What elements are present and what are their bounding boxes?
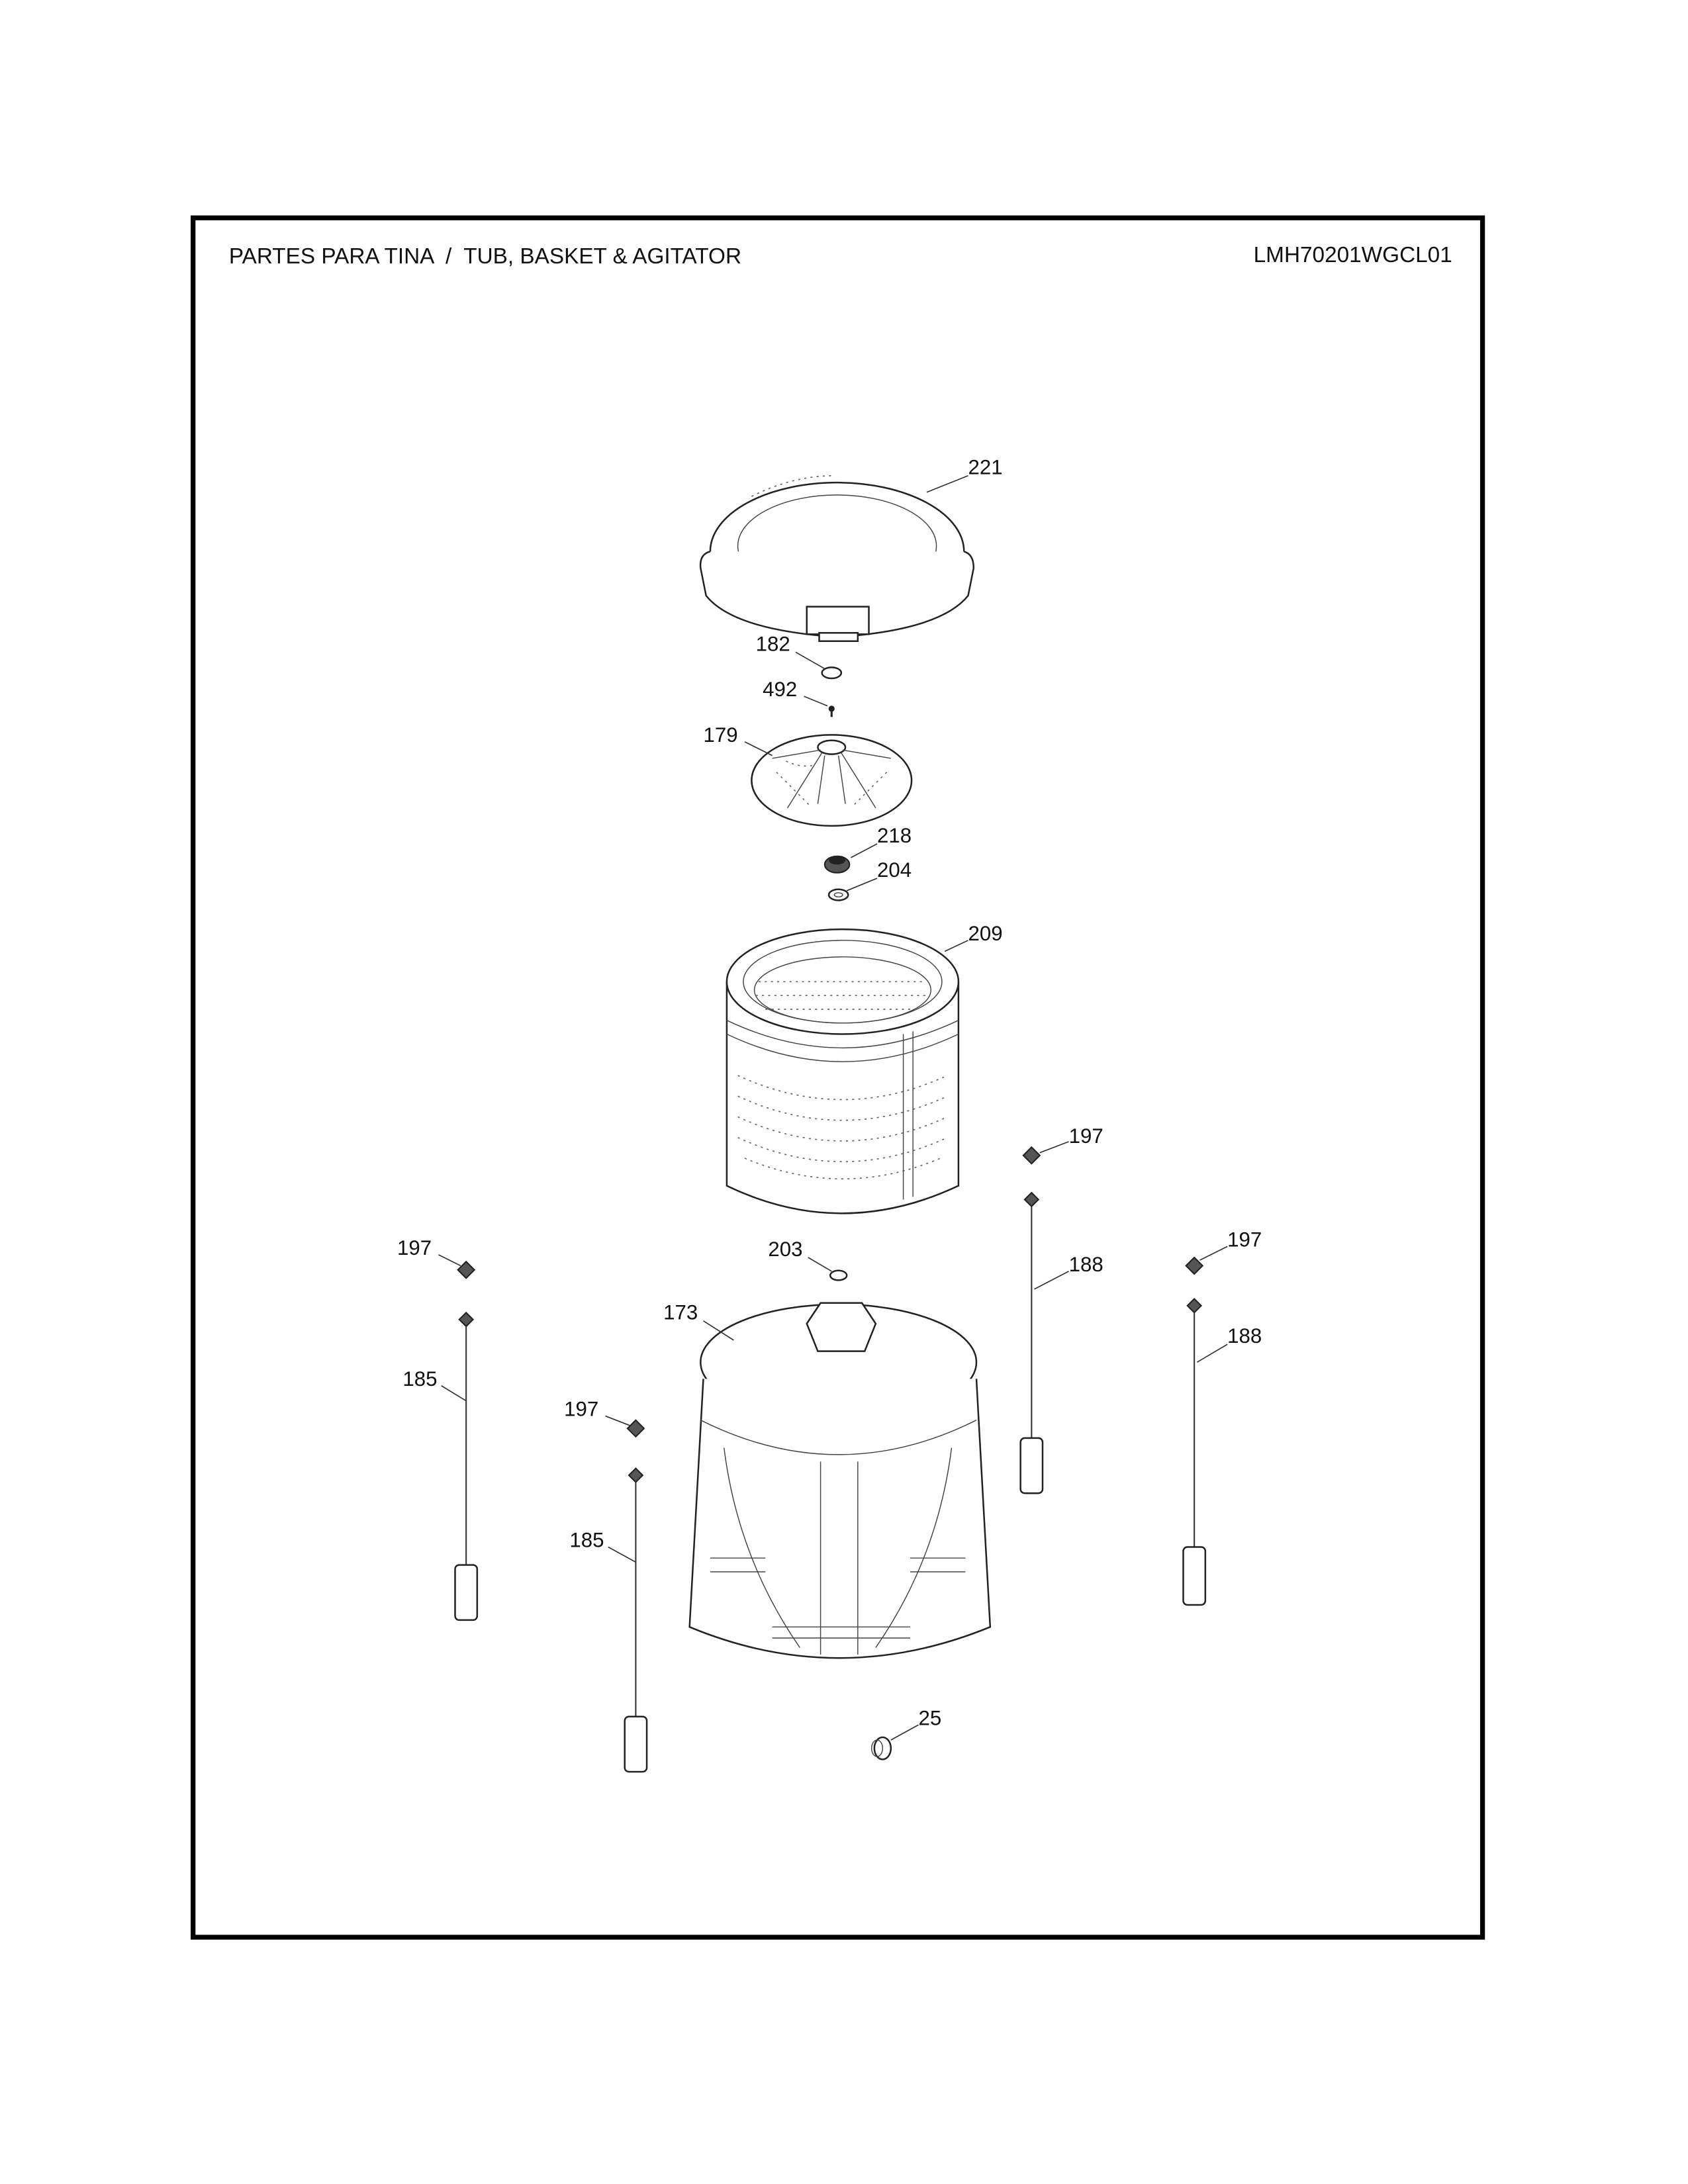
- callout-218: 218: [877, 824, 912, 847]
- callout-197-right: 197: [1227, 1228, 1262, 1251]
- callout-203: 203: [768, 1238, 802, 1261]
- callout-221: 221: [968, 456, 1003, 479]
- callout-179: 179: [704, 723, 738, 747]
- part-182-cap: [821, 666, 843, 680]
- part-203-washer: [829, 1269, 848, 1281]
- callout-197-left: 197: [397, 1236, 432, 1259]
- callout-185-left: 185: [402, 1367, 437, 1390]
- part-173-outer-tub: [688, 1302, 992, 1659]
- callout-188-center: 188: [1069, 1253, 1103, 1276]
- part-25-hose-clamp: [870, 1736, 892, 1760]
- part-221-tub-cover-ring: [699, 475, 975, 643]
- callout-197-center-right: 197: [1069, 1124, 1103, 1148]
- callout-25: 25: [919, 1706, 942, 1729]
- part-179-pulsator: [751, 734, 913, 827]
- model-number: LMH70201WGCL01: [1254, 243, 1452, 267]
- callout-188-right: 188: [1227, 1324, 1262, 1347]
- diagram-border: [191, 215, 1485, 1940]
- diagram-title: PARTES PARA TINA / TUB, BASKET & AGITATO…: [229, 244, 741, 269]
- callout-173: 173: [663, 1301, 698, 1324]
- callout-185-center: 185: [569, 1529, 604, 1552]
- callout-204: 204: [877, 858, 912, 882]
- callout-209: 209: [968, 922, 1003, 945]
- part-209-basket: [726, 928, 960, 1214]
- suspension-rod-185-left: [454, 1260, 479, 1621]
- callout-197-center-left: 197: [564, 1398, 598, 1421]
- part-492-screw: [828, 705, 835, 717]
- suspension-rod-188-right: [1182, 1256, 1207, 1606]
- part-218-nut: [823, 855, 851, 874]
- suspension-rod-185-center: [624, 1419, 648, 1773]
- callout-492: 492: [763, 678, 797, 701]
- part-204-washer: [827, 888, 849, 901]
- callout-182: 182: [756, 632, 790, 655]
- suspension-rod-188-center: [1019, 1146, 1044, 1494]
